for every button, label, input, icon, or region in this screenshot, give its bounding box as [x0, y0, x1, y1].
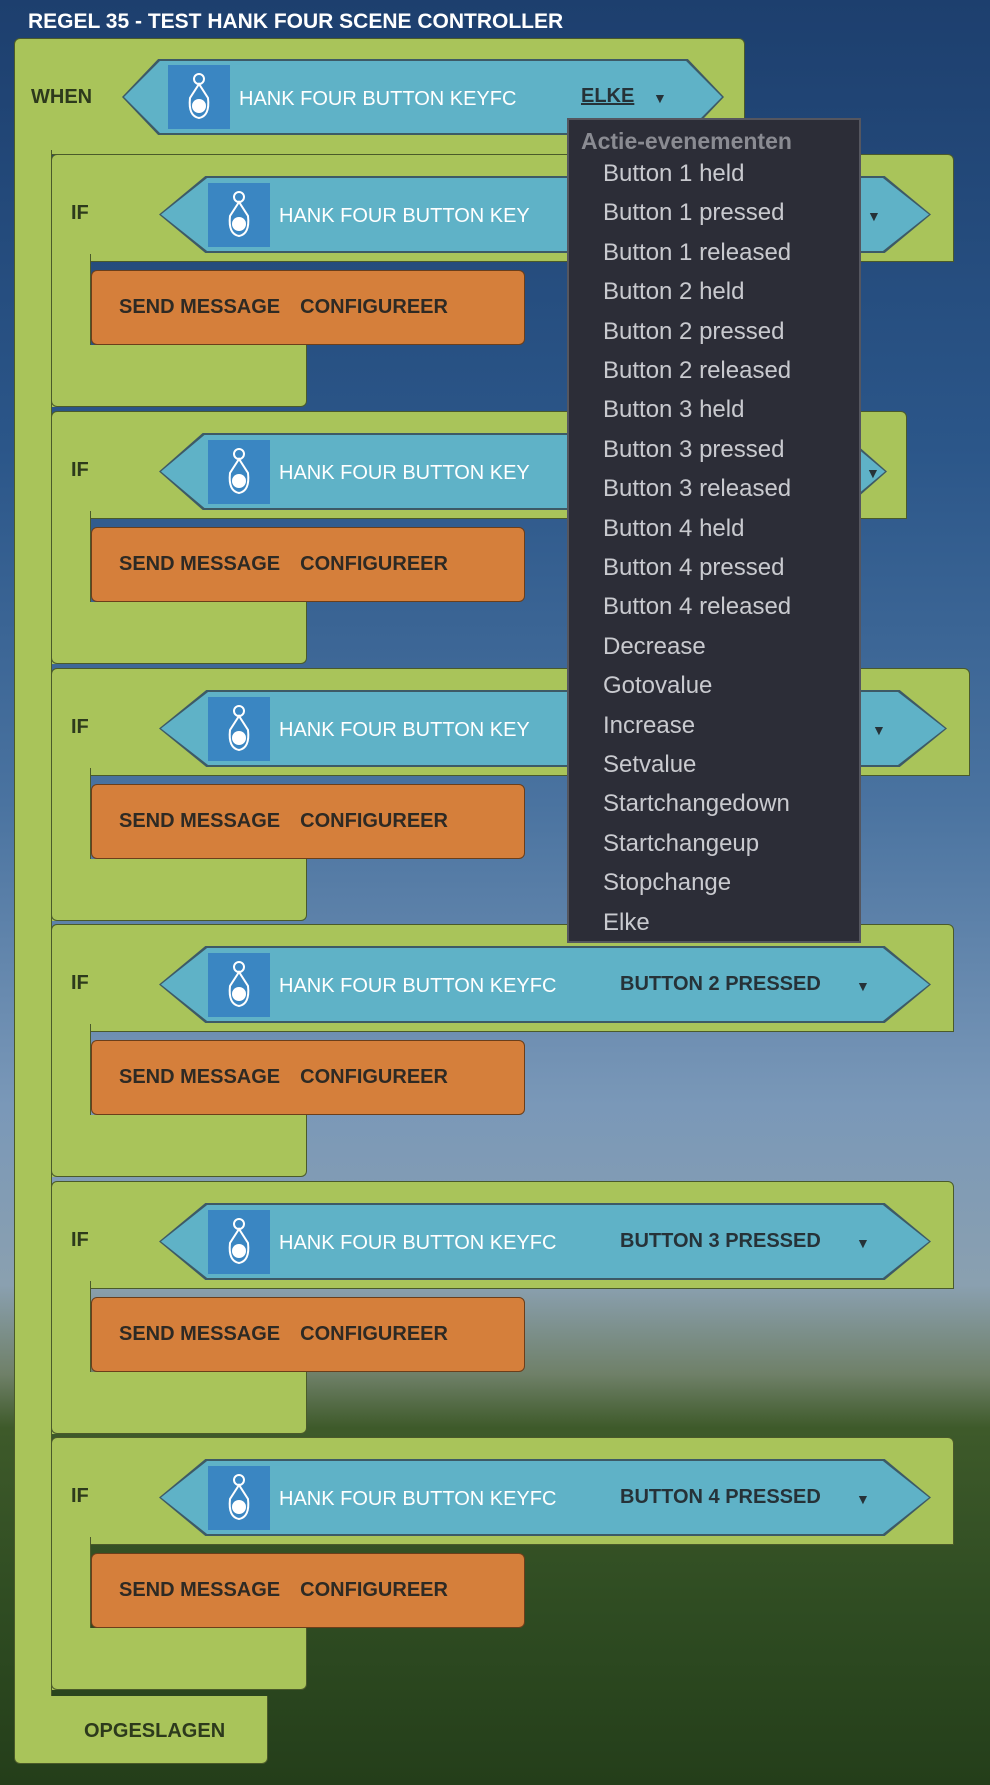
dropdown-item[interactable]: Button 1 pressed — [603, 199, 785, 227]
rule-title: REGEL 35 - TEST HANK FOUR SCENE CONTROLL… — [28, 10, 564, 33]
if-block-bottom — [51, 1115, 307, 1177]
dropdown-item[interactable]: Button 1 released — [603, 238, 792, 266]
send-message-block[interactable]: SEND MESSAGE CONFIGUREER — [91, 1553, 525, 1628]
keyfob-icon — [168, 65, 230, 129]
chevron-down-icon[interactable]: ▼ — [866, 465, 880, 481]
dropdown-item[interactable]: Button 3 pressed — [603, 435, 785, 463]
chevron-down-icon[interactable]: ▼ — [867, 208, 881, 224]
keyfob-icon — [208, 1210, 270, 1274]
footer-label: OPGESLAGEN — [84, 1720, 226, 1742]
chevron-down-icon[interactable]: ▼ — [856, 1235, 870, 1251]
action-label: SEND MESSAGE — [119, 296, 281, 318]
if-label: IF — [71, 716, 89, 738]
if-trigger[interactable] — [159, 1459, 931, 1536]
if-label: IF — [71, 972, 89, 994]
dropdown-item[interactable]: Button 2 released — [603, 357, 792, 384]
dropdown-item[interactable]: Increase — [603, 711, 696, 739]
footer-block — [14, 1696, 268, 1764]
dropdown-header: Actie-evenementen — [581, 128, 792, 154]
if-block-bottom — [51, 345, 307, 407]
if-event-dropdown[interactable]: BUTTON 4 PRESSED — [620, 1486, 821, 1508]
send-message-block[interactable]: SEND MESSAGE CONFIGUREER — [91, 270, 525, 345]
send-message-block[interactable]: SEND MESSAGE CONFIGUREER — [91, 527, 525, 602]
dropdown-item[interactable]: Elke — [603, 908, 650, 936]
action-label: SEND MESSAGE — [119, 810, 281, 832]
when-label: WHEN — [31, 86, 93, 108]
dropdown-item[interactable]: Button 3 released — [603, 475, 792, 503]
send-message-block[interactable]: SEND MESSAGE CONFIGUREER — [91, 1040, 525, 1115]
configure-button[interactable]: CONFIGUREER — [300, 296, 448, 318]
if-event-dropdown[interactable]: BUTTON 3 PRESSED — [620, 1230, 821, 1252]
if-block-bottom — [51, 1628, 307, 1690]
dropdown-item[interactable]: Button 2 pressed — [603, 317, 785, 345]
dropdown-item[interactable]: Decrease — [603, 632, 706, 660]
chevron-down-icon[interactable]: ▼ — [856, 1491, 870, 1507]
dropdown-item[interactable]: Button 1 held — [603, 160, 745, 187]
if-event-dropdown[interactable]: BUTTON 2 PRESSED — [620, 973, 821, 995]
dropdown-item[interactable]: Button 2 held — [603, 278, 745, 306]
dropdown-item[interactable]: Startchangeup — [603, 829, 760, 857]
action-label: SEND MESSAGE — [119, 1323, 281, 1345]
configure-button[interactable]: CONFIGUREER — [300, 1579, 448, 1601]
action-label: SEND MESSAGE — [119, 1066, 281, 1088]
if-device-label: HANK FOUR BUTTON KEYFC — [279, 975, 557, 997]
if-block-bottom — [51, 1372, 307, 1434]
if-label: IF — [71, 459, 89, 481]
configure-button[interactable]: CONFIGUREER — [300, 553, 448, 575]
dropdown-item[interactable]: Button 4 pressed — [603, 554, 785, 581]
keyfob-icon — [208, 183, 270, 247]
configure-button[interactable]: CONFIGUREER — [300, 1323, 448, 1345]
chevron-down-icon[interactable]: ▼ — [653, 90, 667, 106]
keyfob-icon — [208, 953, 270, 1017]
dropdown-item[interactable]: Button 3 held — [603, 396, 745, 424]
keyfob-icon — [208, 1466, 270, 1530]
keyfob-icon — [208, 697, 270, 761]
if-device-label: HANK FOUR BUTTON KEYFC — [279, 1232, 557, 1254]
if-device-label: HANK FOUR BUTTON KEYFC — [279, 1488, 557, 1510]
when-block-spine — [14, 150, 52, 1710]
if-device-label: HANK FOUR BUTTON KEY — [279, 719, 530, 741]
send-message-block[interactable]: SEND MESSAGE CONFIGUREER — [91, 1297, 525, 1372]
when-event-dropdown[interactable]: ELKE — [581, 85, 635, 107]
if-trigger[interactable] — [159, 1203, 931, 1280]
action-label: SEND MESSAGE — [119, 553, 281, 575]
dropdown-item[interactable]: Button 4 released — [603, 593, 792, 621]
if-label: IF — [71, 202, 89, 224]
if-trigger[interactable] — [159, 946, 931, 1023]
dropdown-item[interactable]: Gotovalue — [603, 672, 713, 700]
if-device-label: HANK FOUR BUTTON KEY — [279, 462, 530, 484]
chevron-down-icon[interactable]: ▼ — [856, 978, 870, 994]
when-device-label: HANK FOUR BUTTON KEYFC — [239, 88, 517, 110]
dropdown-item[interactable]: Stopchange — [603, 869, 732, 897]
if-block-bottom — [51, 602, 307, 664]
if-label: IF — [71, 1485, 89, 1507]
keyfob-icon — [208, 440, 270, 504]
if-label: IF — [71, 1229, 89, 1251]
dropdown-item[interactable]: Button 4 held — [603, 514, 745, 542]
send-message-block[interactable]: SEND MESSAGE CONFIGUREER — [91, 784, 525, 859]
chevron-down-icon[interactable]: ▼ — [872, 722, 886, 738]
dropdown-item[interactable]: Startchangedown — [603, 790, 790, 818]
configure-button[interactable]: CONFIGUREER — [300, 1066, 448, 1088]
if-block-bottom — [51, 859, 307, 921]
dropdown-item[interactable]: Setvalue — [603, 751, 697, 778]
action-label: SEND MESSAGE — [119, 1579, 281, 1601]
if-device-label: HANK FOUR BUTTON KEY — [279, 205, 530, 227]
configure-button[interactable]: CONFIGUREER — [300, 810, 448, 832]
